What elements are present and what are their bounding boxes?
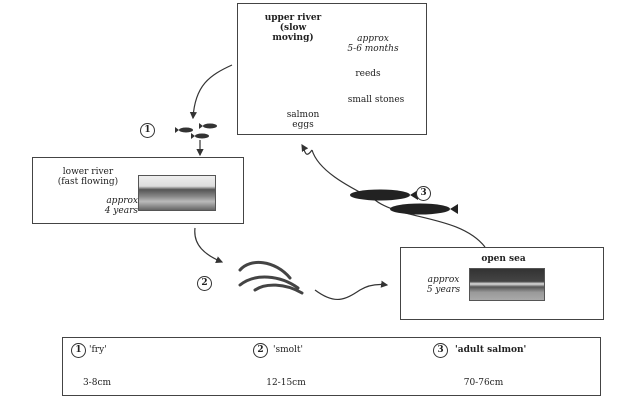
legend-fry-size: 3-8cm — [82, 378, 112, 388]
upper-river-box: upper river (slow moving) approx 5-6 mon… — [237, 3, 427, 135]
salmon-eggs-label: salmon eggs — [286, 110, 320, 130]
legend-fry-name: 'fry' — [89, 345, 107, 355]
lower-river-box: lower river (fast flowing) approx 4 year… — [32, 157, 244, 224]
upper-river-title: upper river (slow moving) — [264, 13, 322, 43]
sea-photo — [469, 268, 545, 301]
legend-adult-name: 'adult salmon' — [455, 345, 527, 355]
adult-salmon-fish — [350, 189, 458, 215]
arrow-lower-to-smolt — [194, 227, 224, 264]
open-sea-box: open sea approx 5 years — [400, 247, 604, 320]
legend-marker-1: 1 — [71, 343, 86, 358]
marker-2: 2 — [197, 276, 212, 291]
legend-marker-2: 2 — [253, 343, 268, 358]
marker-3: 3 — [416, 186, 431, 201]
upper-river-duration: approx 5-6 months — [347, 34, 399, 54]
open-sea-title: open sea — [481, 254, 526, 264]
legend-smolt-size: 12-15cm — [266, 378, 306, 388]
small-stones-label: small stones — [347, 95, 405, 105]
smolt-fish — [238, 260, 304, 295]
lower-river-duration: approx 4 years — [104, 196, 138, 216]
legend-smolt-name: 'smolt' — [273, 345, 304, 355]
waterfall-photo — [138, 175, 216, 211]
lower-river-title: lower river (fast flowing) — [57, 167, 119, 187]
marker-1: 1 — [140, 123, 155, 138]
reeds-label: reeds — [355, 69, 381, 79]
arrow-upper-to-fry — [189, 64, 233, 120]
arrow-smolt-to-sea — [314, 280, 389, 300]
fry-fish — [175, 123, 217, 139]
legend-adult-size: 70-76cm — [463, 378, 504, 388]
legend-marker-3: 3 — [433, 343, 448, 358]
open-sea-duration: approx 5 years — [426, 275, 461, 295]
legend-box: 1 'fry' 3-8cm 2 'smolt' 12-15cm 3 'adult… — [62, 337, 601, 396]
